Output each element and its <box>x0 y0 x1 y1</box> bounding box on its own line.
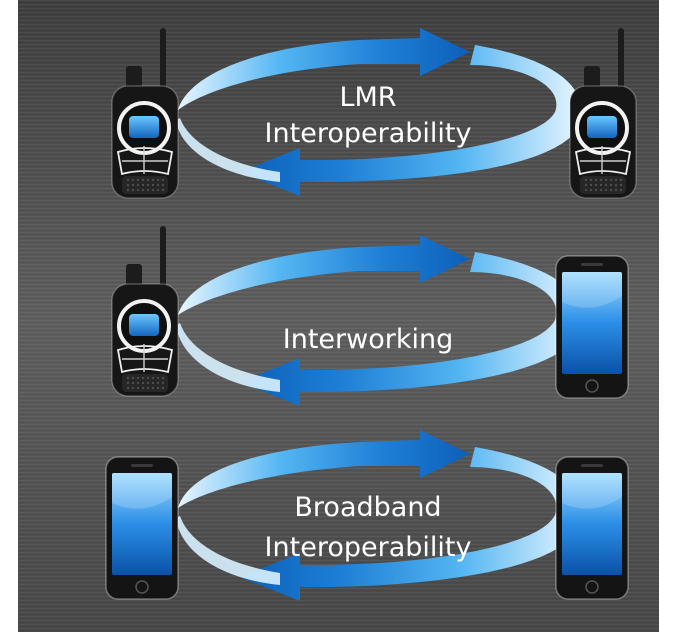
smartphone-right-icon <box>555 255 629 399</box>
bidirectional-arrow-icon <box>176 430 582 601</box>
bidirectional-arrow-icon <box>176 28 582 196</box>
row-label-line: Interoperability <box>265 118 472 149</box>
row-label-line: Interoperability <box>265 532 472 563</box>
row-broadband-interoperability: Broadband Interoperability <box>105 430 629 601</box>
row-label-line: Broadband <box>294 492 441 523</box>
bidirectional-arrow-icon <box>176 235 582 406</box>
row-label-line: Interworking <box>283 324 453 355</box>
smartphone-right-icon <box>555 456 629 600</box>
row-label-line: LMR <box>339 82 396 113</box>
row-lmr-interoperability: LMR Interoperability <box>110 26 638 200</box>
row-interworking: Interworking <box>110 224 629 406</box>
smartphone-left-icon <box>105 456 179 600</box>
